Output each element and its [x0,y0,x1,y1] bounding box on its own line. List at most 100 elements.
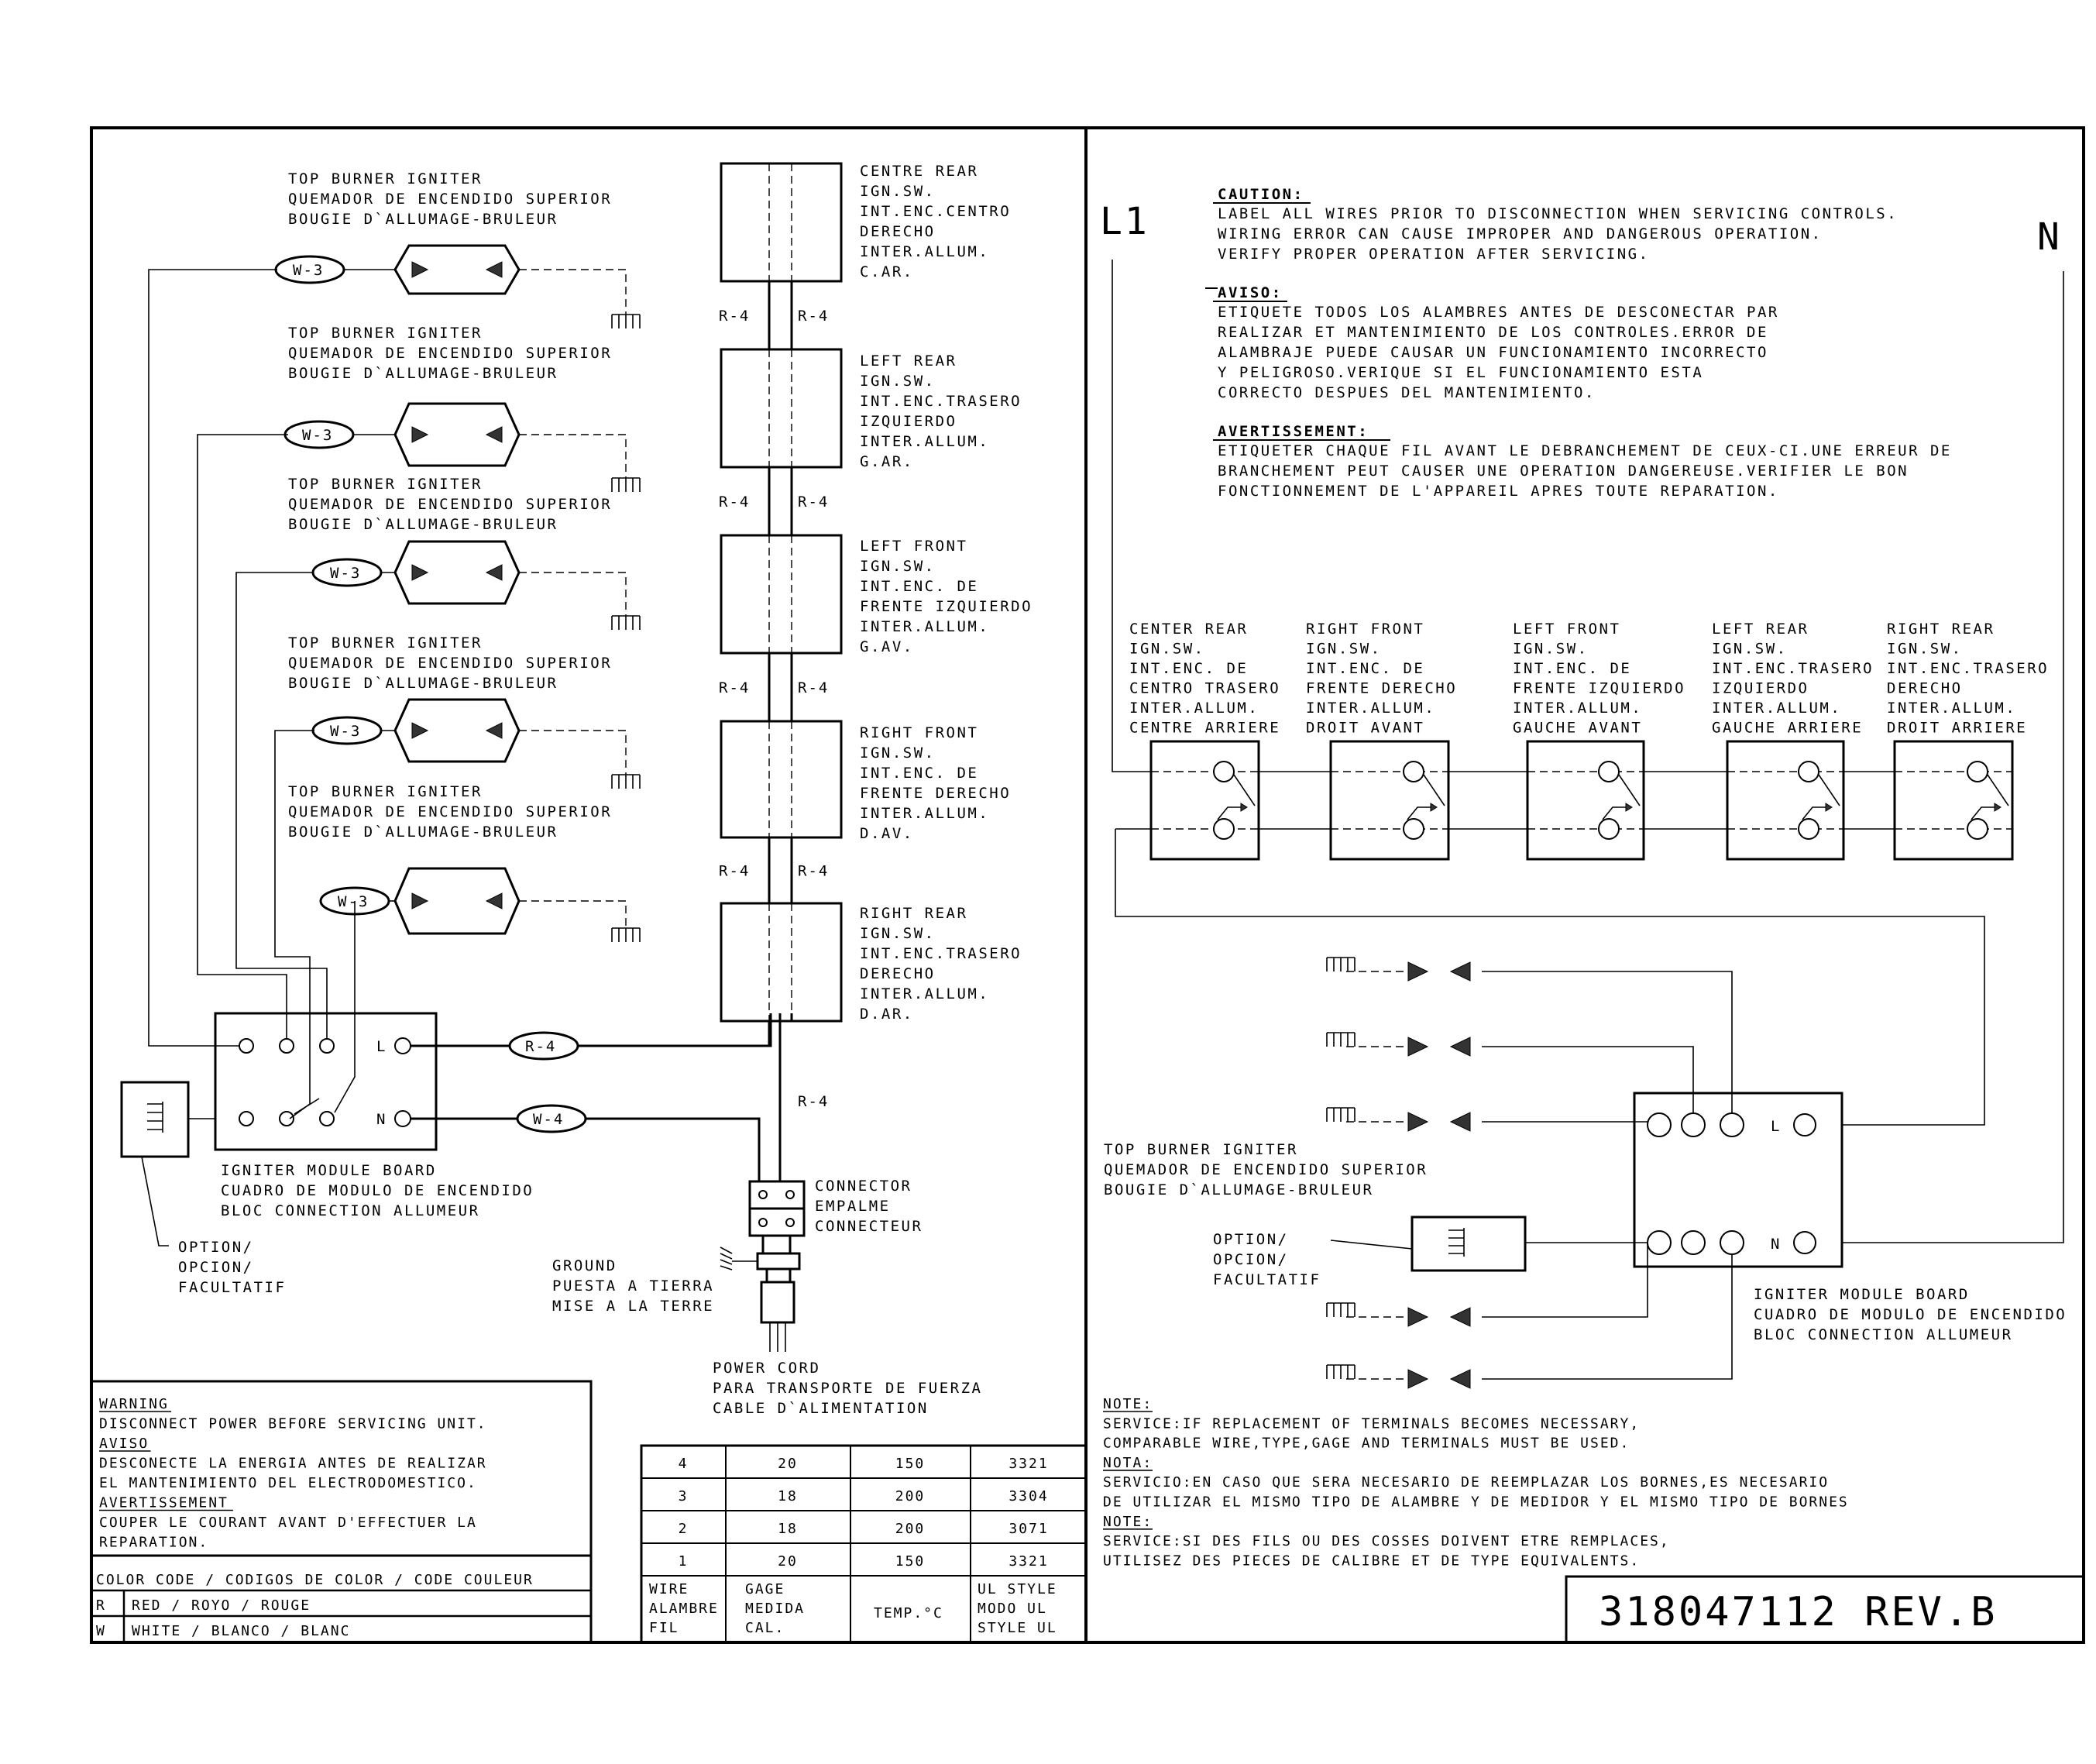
ground-symbol [1326,957,1356,971]
color-code-table [90,1554,593,1644]
ground-symbol [1326,1364,1356,1379]
note-line: DE UTILIZAR EL MISMO TIPO DE ALAMBRE Y D… [1103,1494,1849,1511]
wire-r4-label: R-4 [798,308,829,325]
module-terminal [279,1111,294,1126]
service-notes: NOTE:SERVICE:IF REPLACEMENT OF TERMINALS… [1103,1396,1849,1569]
color-code-r: R [96,1597,106,1614]
wire-r4-label: R-4 [798,863,829,880]
right-option-box [1330,1216,1648,1272]
wire-r4-label: R-4 [719,863,750,880]
wire-table-header: ALAMBRE [649,1601,719,1617]
left-option-box [120,1081,215,1246]
note-line: NOTE: [1103,1396,1153,1412]
wire-table-cell: 1 [679,1553,689,1570]
wire-table-cell: 2 [679,1521,689,1537]
right-term-l: L [1771,1118,1782,1135]
module-terminal [319,1111,335,1126]
option-box [120,1081,190,1158]
wire-table-header: MEDIDA [745,1601,805,1617]
ground-symbol [611,927,641,942]
right-switch-wiring [1112,260,2064,1243]
left-module-board [214,1012,438,1151]
note-line: SERVICE:SI DES FILS OU DES COSSES DOIVEN… [1103,1533,1670,1549]
wire-w3-label: W-3 [302,427,333,444]
warning-line: AVERTISSEMENT [99,1495,228,1511]
module-terminal [239,1111,254,1126]
avert-heading: AVERTISSEMENT: [1218,423,1369,440]
warning-line: REPARATION. [99,1535,208,1551]
module-terminal [239,1038,254,1054]
ground-symbol [611,774,641,789]
color-code-title: COLOR CODE / CODIGOS DE COLOR / CODE COU… [96,1572,534,1588]
wire-w3-label: W-3 [330,565,361,582]
ignition-switch [1526,740,1645,861]
ignition-switch [720,534,843,655]
wire-r4-marker [508,1031,579,1061]
wire-table-cell: 3071 [1008,1521,1048,1537]
right-igniter-group [1326,957,1733,1389]
l1-label: L1 [1100,200,1149,243]
ground-symbol [611,615,641,630]
wire-r4-label: R-4 [525,1038,556,1055]
color-code-r-name: RED / ROYO / ROUGE [132,1597,311,1614]
igniter-electrode [393,698,521,763]
wire-table-cell: 150 [895,1456,926,1472]
term-n-label: N [376,1111,387,1128]
ground-symbol [1326,1032,1356,1047]
note-line: NOTE: [1103,1514,1153,1530]
wire-w3-label: W-3 [330,723,361,740]
wire-w3-label: W-3 [338,893,369,910]
wire-table-header: STYLE UL [978,1620,1057,1636]
wire-w4-marker [516,1104,587,1133]
wire-r4-label: R-4 [798,679,829,696]
note-line: NOTA: [1103,1455,1153,1471]
term-l-label: L [376,1038,387,1055]
caution-heading: CAUTION: [1218,186,1304,203]
module-terminal-n [394,1110,411,1127]
wire-table-cell: 3 [679,1488,689,1504]
wire-table-header: UL STYLE [978,1581,1057,1597]
wire-table-header: MODO UL [978,1601,1047,1617]
warning-line: WARNING [99,1396,169,1412]
wire-table-cell: 18 [778,1488,798,1504]
n-label: N [2037,215,2062,259]
aviso-heading: AVISO: [1218,284,1283,301]
warning-line: COUPER LE COURANT AVANT D'EFFECTUER LA [99,1515,477,1531]
ignition-switch [1329,740,1450,861]
right-term-n: N [1771,1236,1782,1253]
ground-symbol [1326,1107,1356,1122]
aviso-text: ETIQUETE TODOS LOS ALAMBRES ANTES DE DES… [1218,304,1779,401]
igniter-electrode [393,867,521,935]
ground-symbol [1326,1302,1356,1317]
wire-table-cell: 20 [778,1456,798,1472]
wire-table-cell: 3321 [1008,1456,1048,1472]
wire-table-cell: 3321 [1008,1553,1048,1570]
right-igniter-module: L N [1633,1092,1843,1268]
wire-r4-label: R-4 [719,308,750,325]
warning-line: AVISO [99,1436,149,1452]
caution-notice: CAUTION: LABEL ALL WIRES PRIOR TO DISCON… [1205,186,1950,500]
ignition-switch [720,902,843,1023]
part-number-box: 318047112 REV.B [1565,1575,2085,1644]
part-number: 318047112 REV.B [1599,1589,1998,1635]
